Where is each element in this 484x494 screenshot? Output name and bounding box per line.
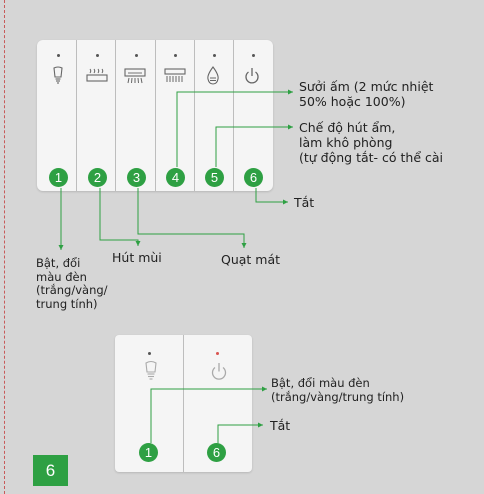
label-line: làm khô phòng [299,135,393,150]
label-dehumidify: Chế độ hút ẩm, làm khô phòng (tự động tắ… [299,120,443,165]
page-number: 6 [33,455,68,486]
callout-line-off [255,188,288,203]
button-number-badge: 1 [139,443,158,462]
indicator-dot [174,54,177,57]
label-line: Sưởi ấm (2 mức nhiệt [299,79,434,94]
power-icon[interactable] [243,66,261,86]
label-line: Chế độ hút ẩm, [299,120,396,135]
indicator-dot [96,54,99,57]
callout-line-fan [137,188,245,248]
dehumidify-drop-icon[interactable] [204,65,222,87]
label-line: Bật, đổi màu đèn [271,376,370,390]
label-line: 50% hoặc 100%) [299,94,406,109]
arrowhead [258,422,263,428]
label-line: (trắng/vàng/trung tính) [271,389,405,404]
two-button-switch-panel: 1 6 [115,335,252,472]
bulb-icon[interactable] [142,360,160,382]
button-number-badge: 4 [166,168,185,187]
arrowhead [283,199,288,205]
label-small-off: Tắt [270,418,291,433]
button-number-badge: 6 [207,443,226,462]
key-divider [76,40,77,191]
label-fan: Quạt mát [221,252,281,267]
indicator-dot [135,54,138,57]
arrowhead [288,89,293,95]
arrowhead [288,124,293,130]
button-number-badge: 5 [205,168,224,187]
indicator-dot [252,54,255,57]
key-divider [155,40,156,191]
page-edge-dashed-line [4,0,5,494]
label-heating: Sưởi ấm (2 mức nhiệt 50% hoặc 100%) [299,79,433,109]
key-divider [183,335,184,472]
button-number-badge: 6 [244,168,263,187]
label-light: Bật, đổi màu đèn (trắng/vàng/ trung tính… [36,256,108,311]
power-indicator-dot [216,352,219,355]
six-button-switch-panel: 1 2 3 4 5 6 [37,40,273,191]
callout-line-dehumidify [215,126,293,167]
arrowhead [262,386,267,392]
arrowhead [135,241,141,246]
indicator-dot [213,54,216,57]
button-number-badge: 3 [127,168,146,187]
callout-line-heating [176,91,293,167]
bulb-icon[interactable] [49,66,67,86]
label-off: Tắt [294,195,315,210]
arrowhead [241,243,247,248]
label-line: màu đèn [36,269,87,284]
indicator-dot [148,352,151,355]
key-divider [115,40,116,191]
heater-icon[interactable] [85,66,109,86]
heating-lamp-icon[interactable] [163,66,187,86]
callout-line-small-light [150,388,267,443]
label-line: trung tính) [36,296,98,311]
callout-line-exhaust [99,188,139,246]
label-line: (trắng/vàng/ [36,283,108,297]
power-icon[interactable] [209,361,229,381]
button-number-badge: 2 [88,168,107,187]
indicator-dot [57,54,60,57]
label-line: Bật, đổi [36,256,81,270]
arrowhead [58,245,64,250]
label-line: (tự động tắt- có thể cài [299,150,444,165]
key-divider [194,40,195,191]
button-number-badge: 1 [49,168,68,187]
label-small-light: Bật, đổi màu đèn (trắng/vàng/trung tính) [271,376,405,404]
air-fan-icon[interactable] [123,66,147,86]
key-divider [233,40,234,191]
label-exhaust: Hút mùi [112,250,162,265]
callout-line-small-off [217,424,263,443]
